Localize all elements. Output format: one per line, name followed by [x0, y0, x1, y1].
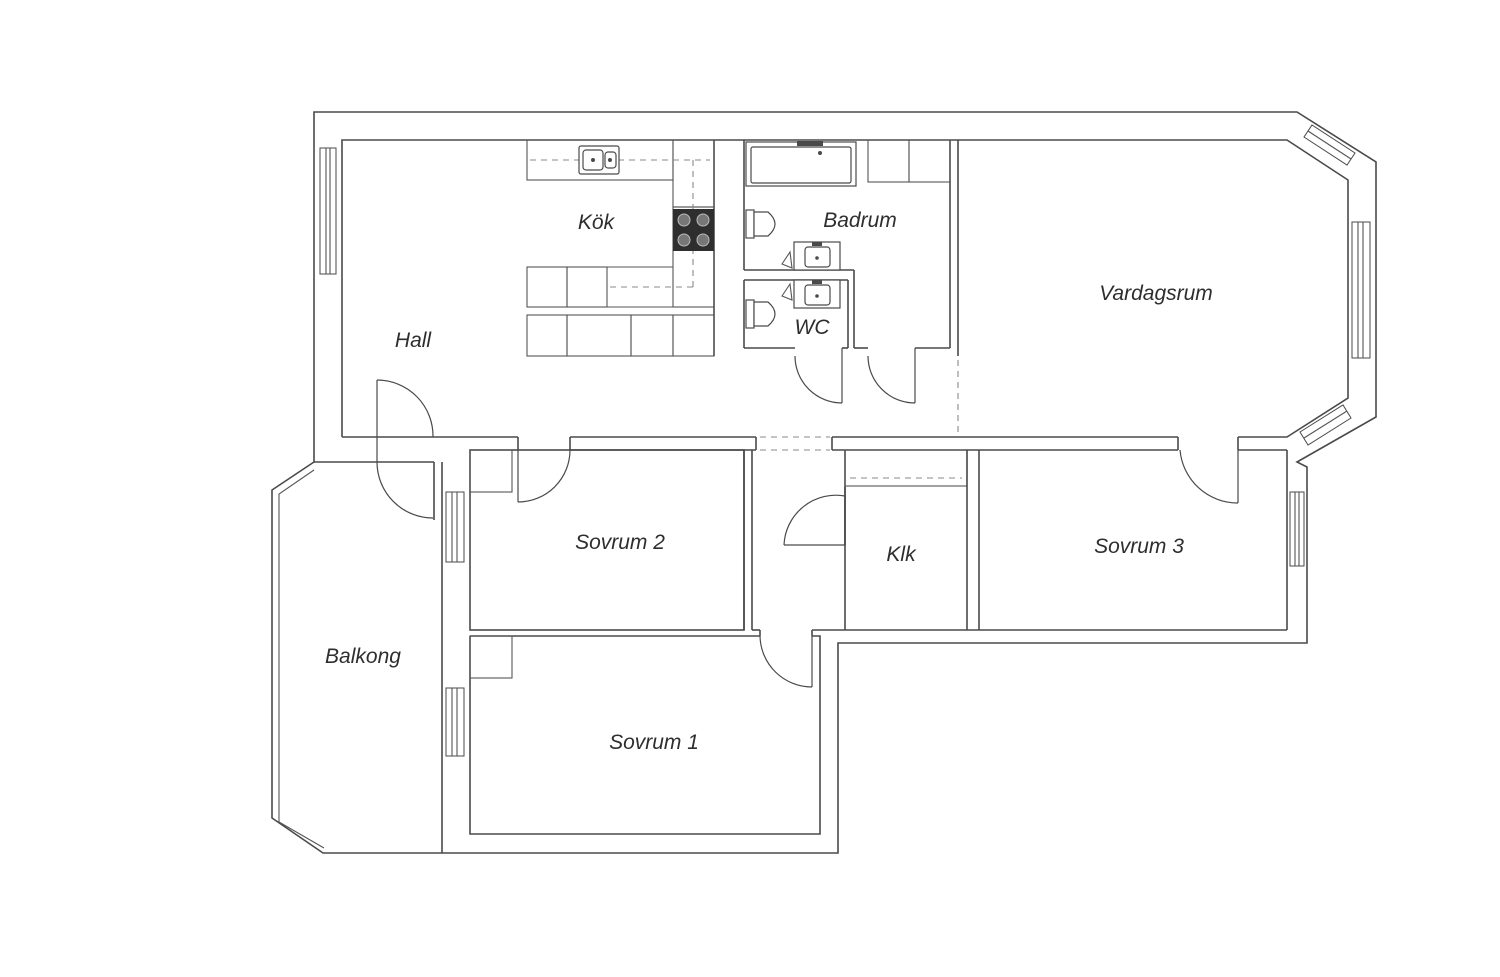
washbasin-icon	[793, 279, 841, 309]
room-label-klk: Klk	[886, 543, 917, 566]
interior-walls	[469, 140, 1287, 835]
room-label-balkong: Balkong	[325, 645, 401, 668]
bathtub-icon	[745, 141, 857, 187]
room-label-vardagsrum: Vardagsrum	[1099, 282, 1213, 305]
bathroom-fixtures	[745, 139, 951, 329]
window-icon	[1351, 221, 1371, 359]
toilet-icon	[745, 299, 776, 329]
window-icon	[1289, 491, 1305, 567]
kitchen-cabinets	[526, 139, 715, 357]
door-swing-icon	[517, 449, 571, 503]
washbasin-icon	[793, 241, 841, 271]
door-swing-icon	[783, 494, 846, 546]
door-swing-icon	[867, 348, 916, 404]
door-swing-icon	[759, 635, 813, 688]
window-icon	[319, 147, 337, 275]
kitchen-sink-icon	[578, 145, 620, 175]
window-icon	[1299, 404, 1352, 446]
room-label-wc: WC	[795, 316, 831, 339]
room-label-sovrum-1: Sovrum 1	[609, 731, 699, 754]
window-icon	[1303, 124, 1356, 166]
door-swing-icon	[376, 379, 434, 519]
room-label-hall: Hall	[395, 329, 433, 352]
window-icon	[445, 687, 465, 757]
room-label-badrum: Badrum	[823, 209, 897, 232]
room-label-sovrum-3: Sovrum 3	[1094, 535, 1184, 558]
toilet-icon	[745, 209, 776, 239]
room-label-kok: Kök	[578, 211, 616, 234]
room-label-sovrum-2: Sovrum 2	[575, 531, 665, 554]
windows	[319, 124, 1371, 757]
stove-icon	[673, 209, 714, 251]
room-labels: Kök Badrum Vardagsrum Hall WC Sovrum 2 K…	[325, 209, 1213, 754]
door-swing-icon	[794, 348, 843, 404]
doors	[376, 348, 1239, 688]
door-swing-icon	[1179, 449, 1239, 504]
window-icon	[445, 491, 465, 563]
